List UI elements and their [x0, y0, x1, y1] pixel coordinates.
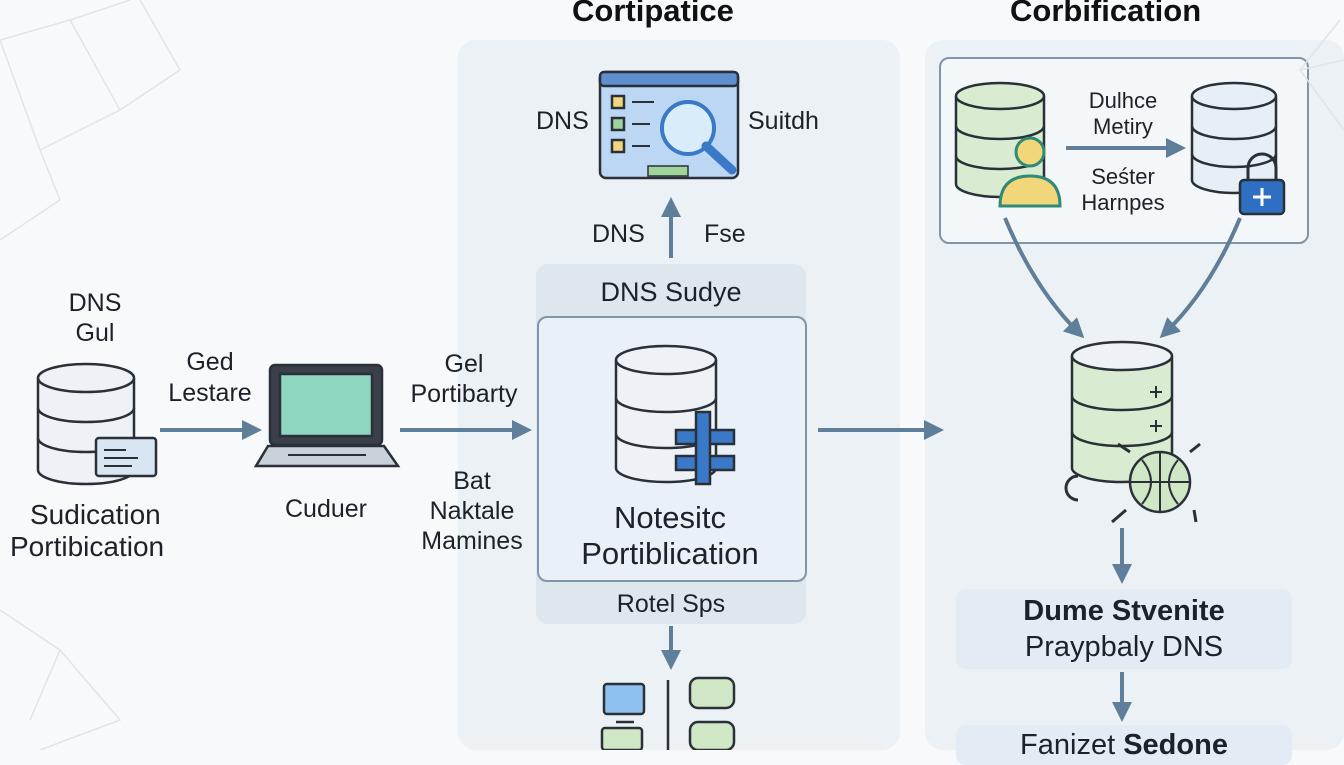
merged-database-globe-icon [1064, 340, 1201, 524]
right-top-label-line4: Harnpes [1081, 190, 1165, 215]
flow-arrows [160, 138, 1242, 722]
center-label-line1: Notesitc [614, 500, 726, 535]
final-label-regular: Fanizet [1020, 729, 1116, 761]
dns-group-footer: Rotel Sps [616, 590, 726, 618]
bottom-devices-icon [600, 676, 736, 750]
dns-group-title: DNS Sudye [600, 277, 742, 307]
arrow2-top-line2: Portibarty [410, 380, 518, 408]
result-label-line1: Dume Stvenite [1023, 595, 1225, 627]
center-database-icon [614, 344, 736, 486]
left-caption-line2: Portibication [10, 531, 165, 562]
right-top-label-line1: Dulhce [1088, 88, 1158, 113]
center-label-line2: Portiblication [581, 536, 759, 571]
arrow-right-label: Fse [704, 220, 746, 248]
right-top-label-line3: Seśter [1091, 164, 1155, 189]
final-label: Fanizet Sedone [956, 730, 1292, 760]
dashboard-left-label: DNS [536, 107, 589, 135]
arrow2-bottom-line1: Bat [453, 467, 491, 495]
left-caption-line1: Sudication [30, 499, 161, 530]
left-db-label-line1: DNS [68, 289, 122, 317]
locked-database-icon [1190, 81, 1286, 216]
computer-label: Cuduer [285, 495, 367, 523]
right-top-label-line2: Metiry [1093, 114, 1153, 139]
dashboard-search-icon [598, 70, 740, 180]
laptop-icon [253, 363, 401, 468]
result-panel [956, 589, 1292, 669]
right-column-title: Corbification [1010, 0, 1202, 28]
middle-column-title: Cortipatice [572, 0, 734, 28]
left-db-label-line2: Gul [75, 319, 115, 347]
dashboard-right-label: Suitdh [748, 107, 819, 135]
left-database-icon [36, 362, 158, 486]
result-label-line2: Praypbaly DNS [1024, 631, 1224, 663]
arrow2-bottom-line2: Naktale [429, 497, 515, 525]
arrow-left-label: DNS [592, 220, 645, 248]
final-label-bold: Sedone [1123, 729, 1228, 761]
arrow2-top-line1: Gel [444, 350, 484, 378]
arrow1-label-line2: Lestare [168, 379, 252, 407]
arrow2-bottom-line3: Mamines [421, 527, 523, 555]
green-database-user-icon [954, 81, 1062, 208]
arrow1-label-line1: Ged [186, 348, 234, 376]
